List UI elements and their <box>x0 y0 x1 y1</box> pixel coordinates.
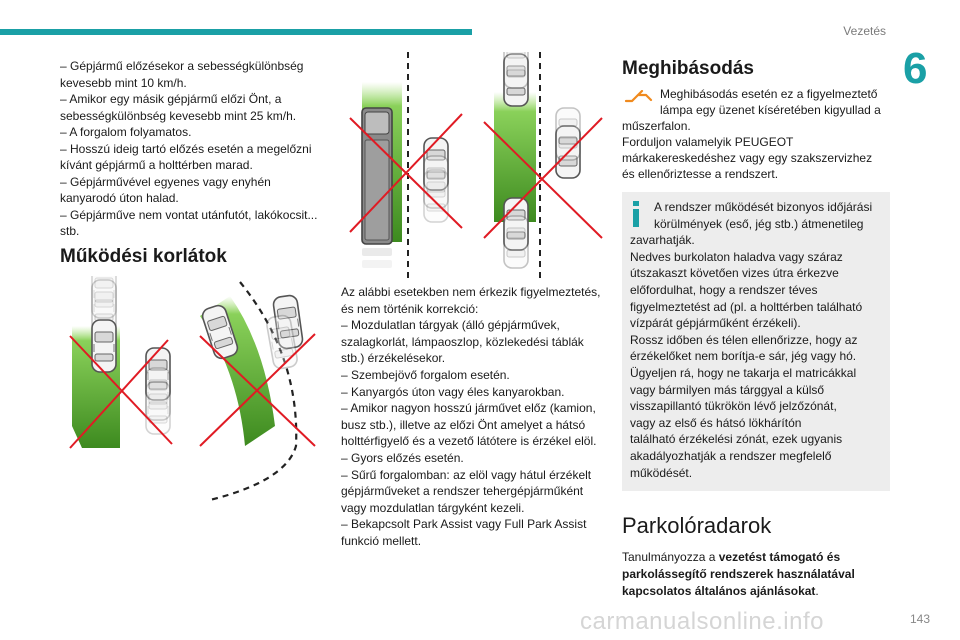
text-line: lámpa egy üzenet kíséretében kigyullad a <box>660 103 881 117</box>
info-icon <box>633 201 639 227</box>
text-line: kanyarodó úton halad. <box>60 191 179 205</box>
text-line: Forduljon valamelyik PEUGEOT <box>622 135 794 149</box>
cross-line <box>483 121 603 239</box>
text-line: – A forgalom folyamatos. <box>60 125 192 139</box>
heading-parking-sensors: Parkolóradarok <box>622 513 772 539</box>
text-bold: vezetést támogató és <box>718 550 841 565</box>
text-line: – Szembejövő forgalom esetén. <box>341 367 510 382</box>
text-line: Meghibásodás esetén ez a figyelmeztető <box>660 87 878 101</box>
column-3: Meghibásodás Meghibásodás esetén ez a fi… <box>622 58 890 600</box>
text-line: – Amikor egy másik gépjármű előzi Önt, a <box>60 92 282 106</box>
column-1: – Gépjármű előzésekor a sebességkülönbsé… <box>60 58 330 240</box>
text-line: Rossz időben és télen ellenőrizze, hogy … <box>630 332 858 347</box>
cross-line <box>199 333 316 447</box>
chapter-number: 6 <box>903 44 928 93</box>
text-line: és nem történik korrekció: <box>341 301 479 316</box>
text-line: – Mozdulatlan tárgyak (álló gépjárművek, <box>341 318 560 333</box>
text-line: stb.) érzékelésekor. <box>341 351 446 366</box>
text-line: vagy az első és hátsó lökhárítón <box>630 415 802 430</box>
text-line: vagy bármilyen más tárggyal a külső <box>630 382 825 397</box>
text-line: holttérfigyelő és a vezető látótere is é… <box>341 434 597 449</box>
text-line: figyelmeztetést ad (pl. a holttérben tal… <box>630 299 863 314</box>
text-line: szalagkorlát, lámpaoszlop, közlekedési t… <box>341 334 584 349</box>
text-line: funkció mellett. <box>341 533 422 548</box>
warning-lamp-icon <box>624 90 653 103</box>
text-line: vízpárát gépjárműként érzékeli). <box>630 316 801 331</box>
text-line: márkakereskedéshez vagy egy szakszervizh… <box>622 151 873 165</box>
text-line: – Gépjármű előzésekor a sebességkülönbsé… <box>60 59 304 73</box>
text-line: – Kanyargós úton vagy éles kanyarokban. <box>341 384 565 399</box>
cross-line <box>483 117 603 239</box>
text-line: – Bekapcsolt Park Assist vagy Full Park … <box>341 517 587 532</box>
cross-line <box>69 335 173 445</box>
text-line: zavarhatják. <box>630 233 695 248</box>
column-2: Az alábbi esetekben nem érkezik figyelme… <box>341 284 611 550</box>
text-line: útszakaszt követően vizes útra érkezve <box>630 266 839 281</box>
text-line: busz stb.), illetve az előzi Önt amelyet… <box>341 417 586 432</box>
heading-operating-limits: Működési korlátok <box>60 246 227 267</box>
text-line: található érzékelési zónát, ezek ugyanis <box>630 432 843 447</box>
parking-sensors-paragraph: Tanulmányozza a vezetést támogató és par… <box>622 549 890 600</box>
text-span: . <box>815 584 819 599</box>
detection-zone <box>494 92 536 222</box>
malfunction-text: Meghibásodás esetén ez a figyelmeztető l… <box>622 86 890 182</box>
text-line: – Amikor nagyon hosszú járművet előz (ka… <box>341 401 596 416</box>
text-line: visszapillantó tükrökön lévő jelzőzónát, <box>630 399 837 414</box>
illustration-truck-and-oncoming <box>349 52 603 278</box>
text-line: – Sűrű forgalomban: az elöl vagy hátul é… <box>341 467 592 482</box>
text-line: stb. <box>60 224 80 238</box>
heading-malfunction: Meghibásodás <box>622 58 754 79</box>
page-number: 143 <box>909 612 930 626</box>
watermark: carmanualsonline.info <box>580 608 824 635</box>
header-accent-bar <box>0 29 472 35</box>
info-note-box: A rendszer működését bizonyos időjárási … <box>622 192 890 492</box>
section-title: Vezetés <box>843 24 886 38</box>
text-line: előfordulhat, hogy a rendszer téves <box>630 282 818 297</box>
text-line: Ügyeljen rá, hogy ne takarja el matricák… <box>630 365 857 380</box>
illustration-straight-and-curve <box>69 276 316 502</box>
text-line: körülmények (eső, jég stb.) átmenetileg <box>654 216 864 231</box>
lane-line <box>209 281 298 502</box>
text-line: Az alábbi esetekben nem érkezik figyelme… <box>341 285 601 299</box>
text-line: – Hosszú ideig tartó előzés esetén a meg… <box>60 141 312 156</box>
cross-line <box>349 113 463 233</box>
text-bold: parkolássegítő rendszerek használatával <box>622 567 855 582</box>
text-line: kevesebb mint 10 km/h. <box>60 75 187 90</box>
text-line: – Gépjárműve nem vontat utánfutót, lakók… <box>60 207 318 222</box>
text-line: működését. <box>630 465 693 480</box>
cross-line <box>69 339 169 449</box>
text-line: akadályozhatják a rendszer megfelelő <box>630 448 832 463</box>
text-line: sebességkülönbség kevesebb mint 25 km/h. <box>60 108 297 123</box>
text-bold: kapcsolatos általános ajánlásokat <box>622 584 816 599</box>
text-line: érzékelőket nem borítja-e sár, jég vagy … <box>630 349 857 364</box>
text-line: – Gyors előzés esetén. <box>341 450 464 465</box>
text-line: vagy mozdulatlan tárgyként kezeli. <box>341 500 525 515</box>
text-line: gépjárműveket a rendszer tehergépjárműké… <box>341 484 584 499</box>
text-line: – Gépjárművével egyenes vagy enyhén <box>60 174 271 189</box>
text-span: Tanulmányozza a <box>622 550 719 565</box>
text-line: Nedves burkolaton haladva vagy száraz <box>630 249 843 264</box>
text-line: A rendszer működését bizonyos időjárási <box>654 200 873 214</box>
text-line: műszerfalon. <box>622 119 691 133</box>
text-line: kívánt gépjármű a holttérben marad. <box>60 158 253 172</box>
text-line: és ellenőriztesse a rendszert. <box>622 167 779 181</box>
